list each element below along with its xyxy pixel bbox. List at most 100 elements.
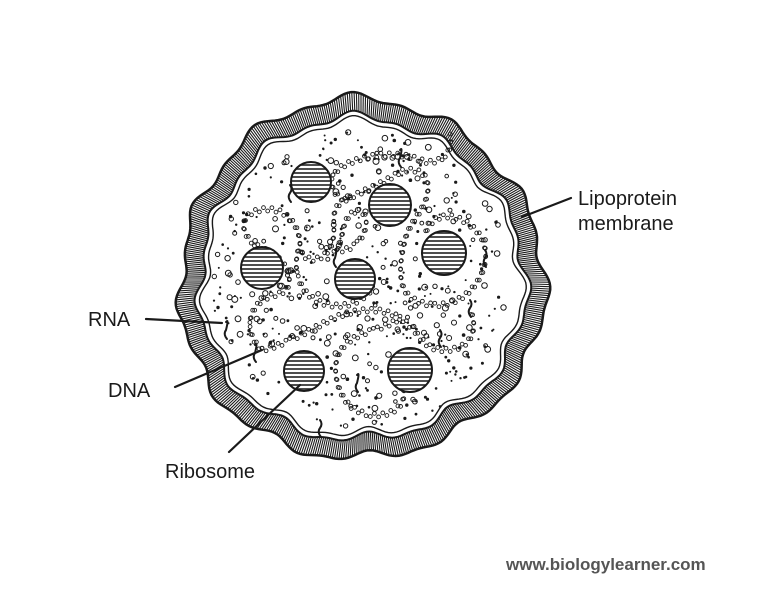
dna-bead [423, 161, 429, 166]
cytoplasm-granule [430, 305, 434, 308]
cytoplasm-granule [402, 325, 406, 329]
membrane-striation [502, 186, 519, 197]
membrane-striation [237, 152, 251, 166]
cytoplasm-granule [493, 307, 496, 310]
cytoplasm-granule [351, 354, 359, 362]
membrane-striation [531, 285, 550, 288]
cytoplasm-granule [371, 317, 375, 321]
membrane-striation [469, 151, 483, 166]
membrane-striations [176, 93, 550, 459]
membrane-striation [465, 401, 478, 417]
cytoplasm-granule [376, 392, 383, 399]
dna-bead [468, 224, 473, 230]
dna-bead [339, 232, 345, 238]
dna-bead [248, 331, 254, 337]
dna-bead [378, 150, 384, 156]
dna-bead [335, 352, 341, 358]
cytoplasm-granule [324, 393, 328, 397]
membrane-striation [226, 162, 241, 176]
dna-bead [388, 408, 394, 413]
dna-bead [472, 284, 478, 290]
membrane-striation [403, 434, 409, 452]
membrane-striation [421, 428, 430, 446]
membrane-striation [248, 131, 261, 147]
cytoplasm-granule [368, 341, 371, 344]
membrane-striation [251, 128, 263, 144]
cytoplasm-granule [401, 174, 404, 177]
cytoplasm-granule [454, 200, 458, 204]
cytoplasm-granule [443, 197, 450, 204]
dna-bead [445, 215, 450, 221]
membrane-striation [225, 164, 240, 177]
membrane-striation [505, 347, 522, 357]
membrane-striation [455, 139, 468, 155]
cytoplasm-granule [424, 286, 427, 289]
membrane-striation [508, 197, 526, 207]
membrane-striation [488, 177, 504, 190]
membrane-striation [335, 99, 340, 118]
dna-bead [276, 289, 282, 295]
membrane-striation [210, 379, 226, 391]
membrane-striation [288, 117, 297, 134]
membrane-striation [190, 231, 209, 238]
membrane-striation [377, 433, 381, 452]
membrane-striation [385, 436, 390, 455]
dna-bead [362, 212, 368, 217]
membrane-striation [504, 362, 521, 373]
dna-bead [252, 307, 258, 313]
dna-bead [283, 284, 289, 290]
cytoplasm-granule [271, 327, 274, 330]
dna-bead [338, 392, 344, 398]
cytoplasm-granule [340, 184, 346, 190]
dna-bead [306, 326, 311, 332]
membrane-striation [278, 120, 288, 138]
membrane-striation [347, 439, 350, 457]
membrane-striation [187, 264, 206, 268]
membrane-striation [308, 107, 315, 126]
dna-bead [474, 277, 480, 283]
cytoplasm-granule [444, 333, 447, 336]
membrane-striation [193, 342, 211, 351]
cytoplasm-granule [424, 143, 432, 151]
membrane-striation [531, 287, 550, 290]
cytoplasm-granule [247, 187, 251, 191]
cytoplasm-granule [438, 213, 441, 216]
membrane-striation [438, 118, 448, 135]
cytoplasm-granule [350, 390, 358, 398]
membrane-striation [518, 241, 537, 247]
rna-fragments [223, 148, 488, 438]
cytoplasm-granule [481, 200, 489, 207]
cytoplasm-granule [317, 238, 323, 244]
ribosome [387, 347, 433, 393]
membrane-striation [482, 174, 498, 187]
cytoplasm-granule [385, 351, 392, 358]
membrane-striation [518, 243, 536, 249]
cytoplasm-granule [444, 173, 450, 179]
membrane-striation [338, 98, 342, 116]
membrane-striation [274, 416, 285, 433]
dna-bead [415, 330, 421, 336]
cytoplasm-granule [492, 328, 495, 331]
cytoplasm-granule [333, 137, 337, 142]
dna-bead [331, 235, 336, 241]
membrane-striation [474, 160, 489, 174]
membrane-striation [471, 399, 485, 414]
membrane-striation [244, 140, 257, 156]
membrane-striation [319, 437, 325, 455]
dna-bead [412, 295, 418, 301]
dna-bead [374, 154, 380, 160]
dna-bead [371, 325, 376, 331]
membrane-striation [391, 437, 397, 456]
membrane-striation [208, 370, 225, 381]
cytoplasm-granule [406, 171, 409, 173]
lipoprotein-label-line1: Lipoprotein [578, 188, 677, 210]
membrane-striation [369, 431, 372, 450]
membrane-striation [518, 329, 536, 337]
membrane-striation [414, 116, 423, 134]
membrane-striation [427, 117, 436, 135]
membrane-striation [179, 309, 198, 314]
membrane-striation [461, 145, 474, 160]
dna-bead [432, 300, 438, 306]
dna-bead [398, 267, 403, 272]
dna-bead [356, 310, 362, 316]
